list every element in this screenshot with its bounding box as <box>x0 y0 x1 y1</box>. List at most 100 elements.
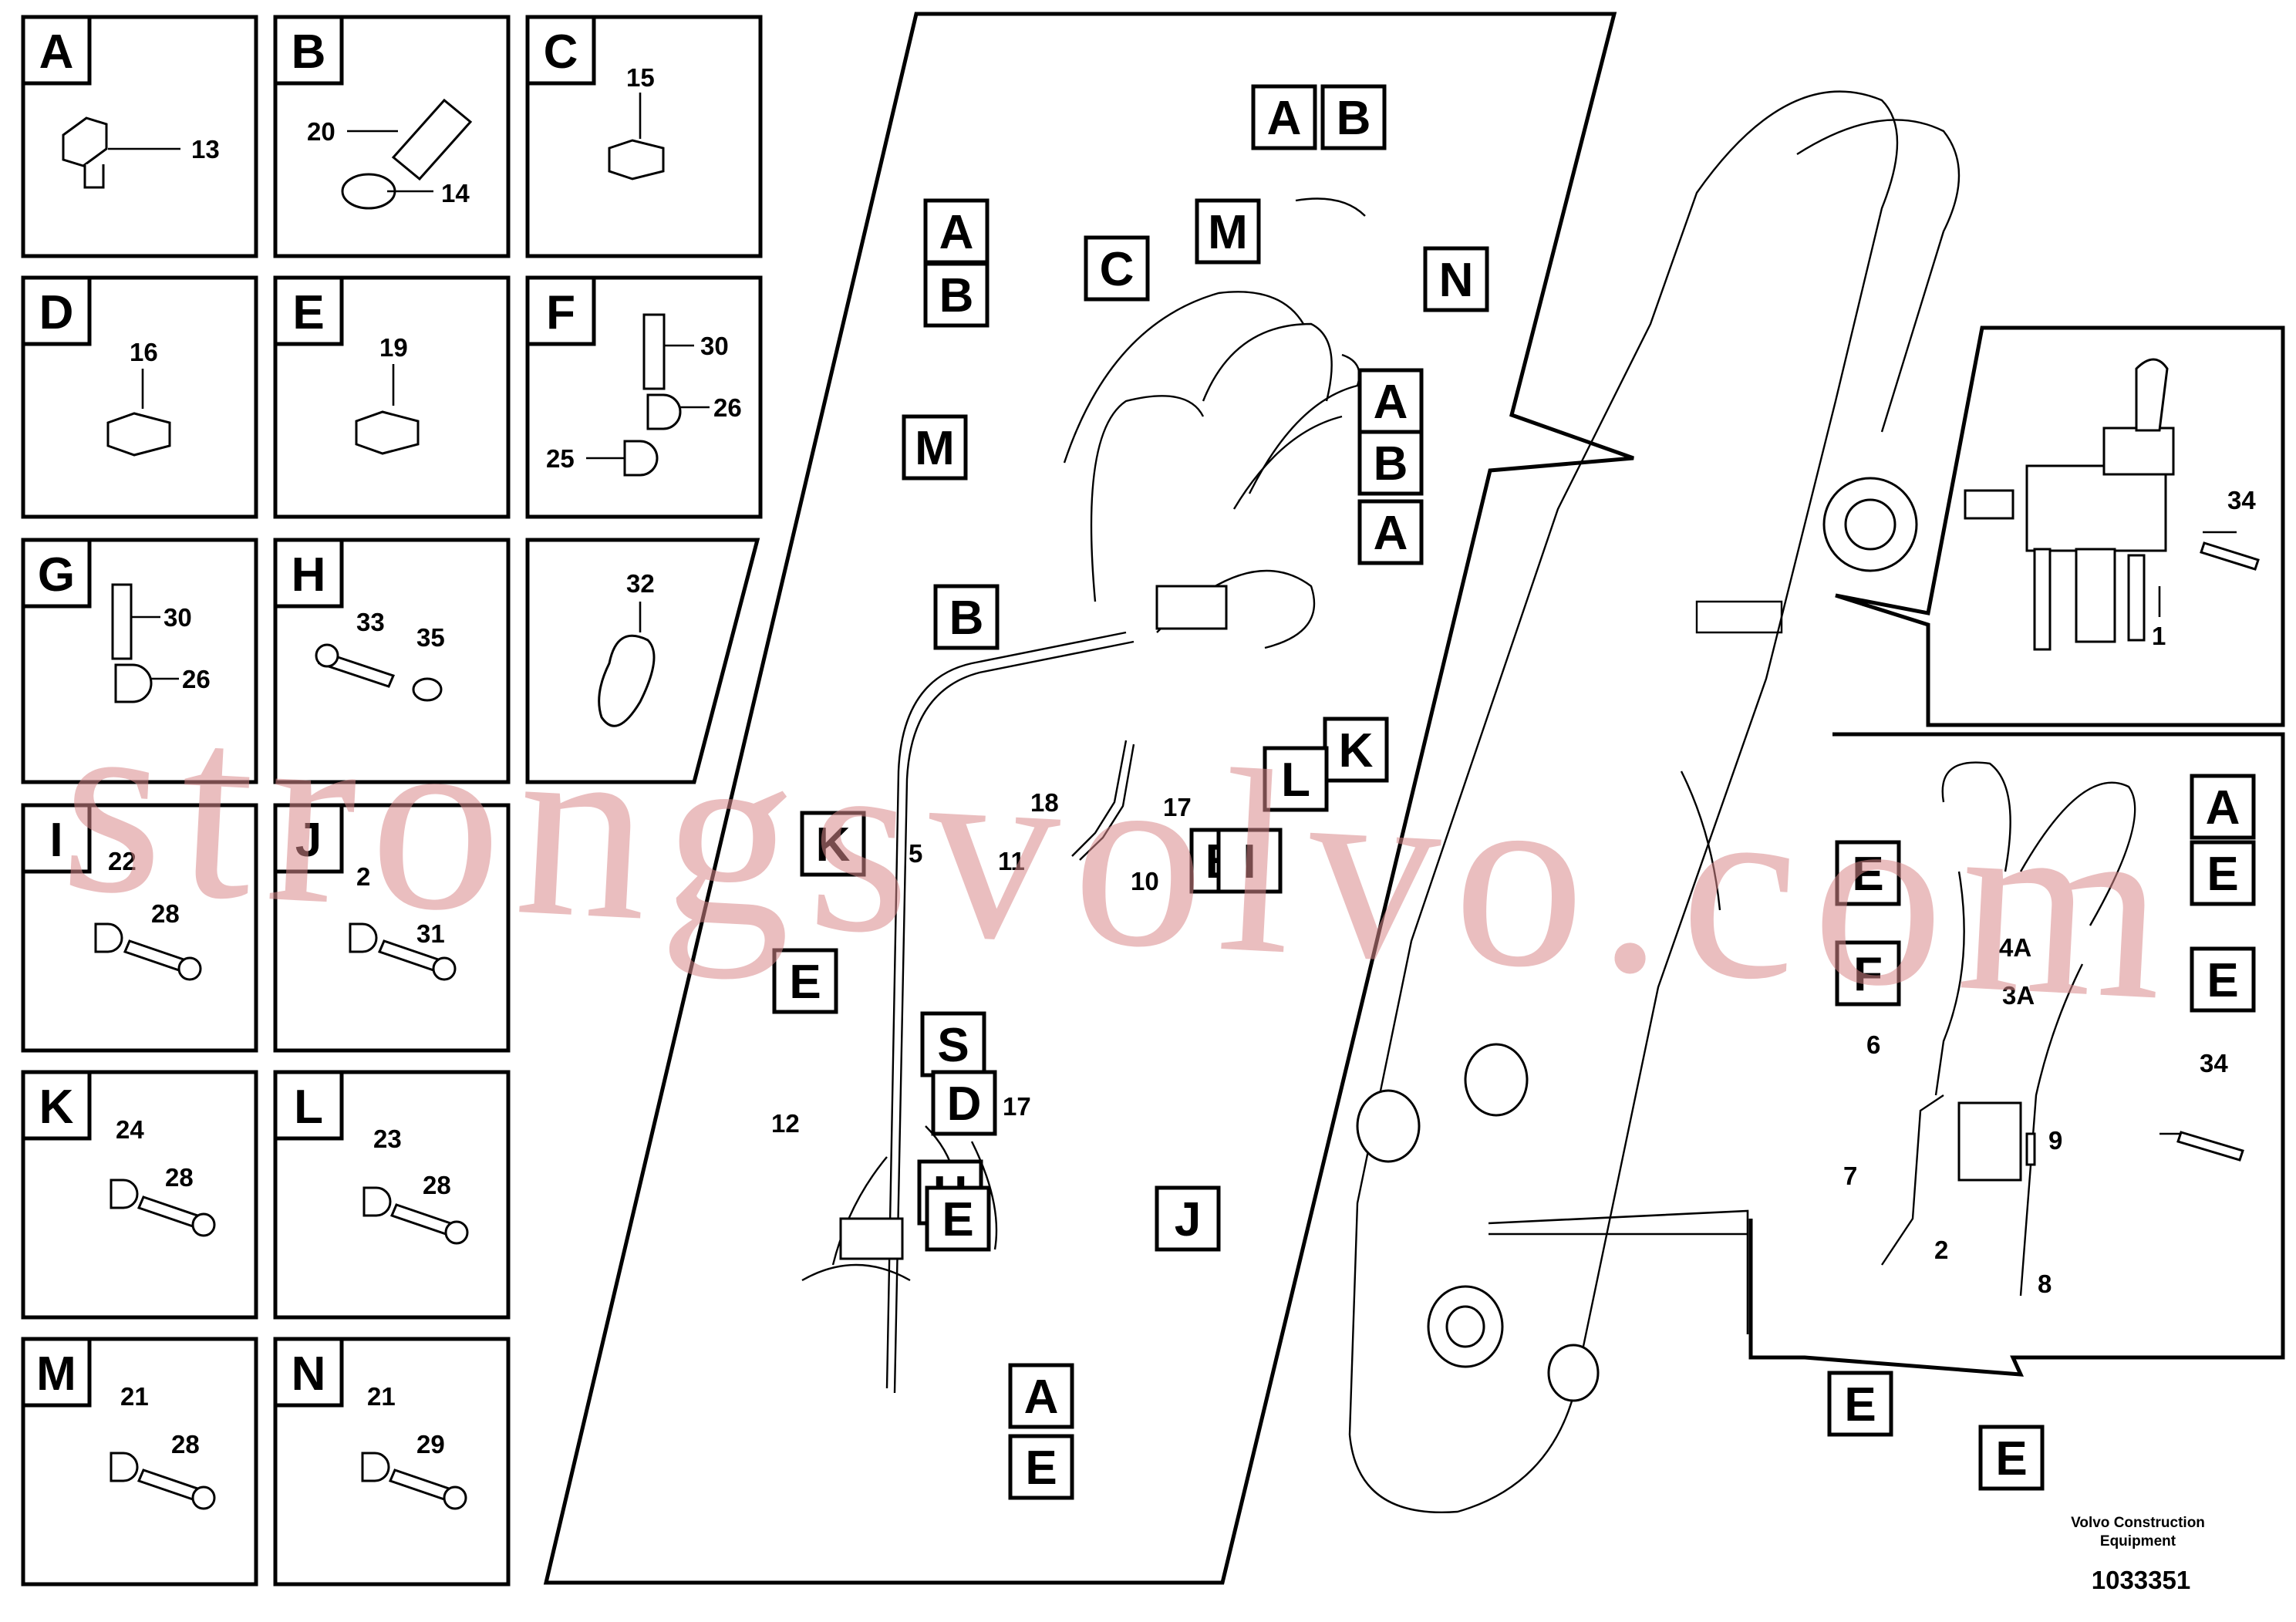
hose-lines <box>801 197 1366 1394</box>
callout-letter: B <box>1357 430 1424 496</box>
callout-letter-text: C <box>1100 243 1135 296</box>
callout-letter-text: N <box>1439 254 1474 307</box>
callout-letter-text: I <box>1242 835 1256 889</box>
detail-panel-c: C 15 <box>525 15 763 258</box>
clamp-icon <box>361 1452 390 1482</box>
svg-text:F: F <box>1853 948 1883 1001</box>
part-number: 34 <box>2200 1049 2228 1077</box>
callout-letter: A <box>1251 84 1317 150</box>
boom-assembly <box>1348 90 1961 1513</box>
callout-letter: D <box>931 1070 997 1136</box>
clamp-icon <box>110 1179 139 1209</box>
watermark-text: strongsvolvo.com <box>56 654 2186 1056</box>
svg-text:E: E <box>292 286 324 339</box>
valve-block-icon <box>2025 464 2167 552</box>
callout-letter: A <box>1357 368 1424 434</box>
callout-letter: E <box>1008 1434 1074 1500</box>
callout-letter: B <box>933 584 1000 650</box>
svg-text:J: J <box>295 814 322 867</box>
svg-text:C: C <box>544 25 578 79</box>
svg-text:26: 26 <box>182 665 211 693</box>
svg-text:D: D <box>39 286 74 339</box>
washer-icon <box>412 677 443 702</box>
detail-panel-i: I 22 28 <box>21 803 258 1053</box>
part-number: 6 <box>1866 1030 1880 1059</box>
part-number: 8 <box>2038 1270 2052 1298</box>
part-number: 18 <box>1030 788 1059 817</box>
middle-callouts: ABABCMNABMABKLKBIESDHEJAE <box>772 84 1489 1500</box>
svg-text:24: 24 <box>116 1115 144 1144</box>
adapter-icon <box>608 139 665 180</box>
clamp-icon <box>114 663 153 703</box>
detail-panel-a: A 13 <box>21 15 258 258</box>
part-number: 9 <box>2048 1126 2062 1155</box>
svg-text:32: 32 <box>626 569 655 598</box>
credit-line-1: Volvo Construction <box>2071 1515 2205 1531</box>
callout-letter-text: A <box>939 206 974 259</box>
detail-panel-l: L 23 28 <box>273 1070 511 1320</box>
callout-letter-text: A <box>1374 376 1408 429</box>
valve-block-icon <box>1957 1101 2022 1182</box>
svg-text:L: L <box>294 1081 323 1134</box>
coupler-body-icon <box>391 98 473 181</box>
callout-letter-text: E <box>942 1193 973 1246</box>
svg-text:23: 23 <box>373 1125 402 1153</box>
pin-icon <box>1356 1089 1421 1163</box>
clamp-icon <box>646 393 682 430</box>
svg-text:14: 14 <box>441 179 470 207</box>
detail-panel-d: D 16 <box>21 275 258 519</box>
callout-letter-text: A <box>1374 507 1408 560</box>
hose-fitting-icon <box>2033 548 2052 651</box>
part-number: 7 <box>1843 1162 1857 1190</box>
pin-icon <box>1547 1344 1600 1402</box>
callout-letter-text: E <box>1025 1442 1057 1495</box>
callout-letter: E <box>2190 946 2256 1013</box>
detail-panel-b: B 20 14 <box>273 15 511 258</box>
callout-letter-text: L <box>1281 754 1310 807</box>
valve-block-icon <box>1155 585 1228 630</box>
detail-panel-m: M 21 28 <box>21 1337 258 1587</box>
callout-letter: B <box>1320 84 1387 150</box>
callout-letter-text: D <box>947 1077 982 1131</box>
detail-panel-n: N 21 29 <box>273 1337 511 1587</box>
callout-letter: E <box>772 948 838 1014</box>
callout-letter-text: S <box>937 1019 969 1072</box>
thread-icon <box>83 164 105 189</box>
callout-letter-text: B <box>949 592 984 645</box>
detail-panel-f: F 30 26 25 <box>525 275 763 519</box>
fitting-icon <box>2127 554 2146 642</box>
callout-letter: S <box>920 1011 986 1077</box>
detail-panel-e: E 19 <box>273 275 511 519</box>
svg-text:20: 20 <box>307 117 335 146</box>
part-number: 4A <box>1999 933 2031 962</box>
part-number: 13 <box>191 135 220 164</box>
bolt-icon <box>642 313 666 390</box>
coupler-cap-icon <box>341 173 396 210</box>
part-number: 12 <box>771 1109 800 1138</box>
bolt-icon <box>111 583 133 660</box>
fitting-icon <box>1964 489 2014 520</box>
detail-panel-h: H 33 35 <box>273 538 511 784</box>
detail-panel-j: J 2 31 <box>273 803 511 1053</box>
svg-text:M: M <box>36 1347 76 1401</box>
callout-letter-text: B <box>1337 92 1371 145</box>
part-number: 11 <box>998 847 1025 875</box>
svg-text:21: 21 <box>120 1382 149 1411</box>
coupler-icon <box>2075 548 2116 643</box>
part-number: 2 <box>1934 1236 1948 1264</box>
svg-text:25: 25 <box>546 444 575 473</box>
svg-text:19: 19 <box>379 333 408 362</box>
callout-letter: M <box>902 414 968 481</box>
svg-text:16: 16 <box>130 338 158 366</box>
callout-letter: E <box>2190 840 2256 906</box>
callout-letter: A <box>923 198 990 265</box>
detail-panel-k: K 24 28 <box>21 1070 258 1320</box>
svg-text:N: N <box>292 1347 326 1401</box>
part-number: 10 <box>1131 867 1159 895</box>
svg-text:22: 22 <box>108 847 137 875</box>
